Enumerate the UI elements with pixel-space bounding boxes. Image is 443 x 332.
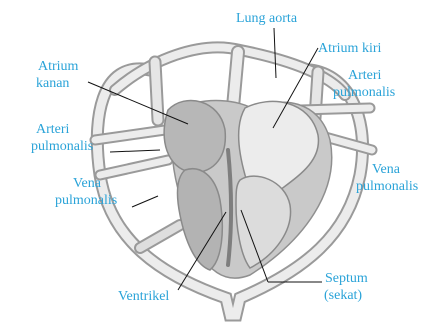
heart-body bbox=[164, 100, 332, 278]
label-arteri-pulmonalis-left-1: Arteri bbox=[36, 121, 69, 138]
label-arteri-pulmonalis-right-2: pulmonalis bbox=[333, 84, 395, 101]
label-ventrikel: Ventrikel bbox=[118, 288, 169, 305]
label-vena-pulmonalis-right-1: Vena bbox=[372, 161, 400, 178]
label-atrium-kanan-1: Atrium bbox=[38, 58, 78, 75]
label-septum-1: Septum bbox=[325, 270, 368, 287]
label-vena-pulmonalis-right-2: pulmonalis bbox=[356, 178, 418, 195]
label-atrium-kiri: Atrium kiri bbox=[318, 40, 381, 57]
label-vena-pulmonalis-left-2: pulmonalis bbox=[55, 192, 117, 209]
ventricle-right-shape bbox=[236, 176, 291, 268]
label-atrium-kanan-2: kanan bbox=[36, 75, 69, 92]
right-atrium-shape bbox=[164, 100, 225, 172]
label-arteri-pulmonalis-left-2: pulmonalis bbox=[31, 138, 93, 155]
label-septum-2: (sekat) bbox=[324, 287, 362, 304]
label-lung-aorta: Lung aorta bbox=[236, 10, 297, 27]
label-arteri-pulmonalis-right-1: Arteri bbox=[348, 67, 381, 84]
label-vena-pulmonalis-left-1: Vena bbox=[73, 175, 101, 192]
